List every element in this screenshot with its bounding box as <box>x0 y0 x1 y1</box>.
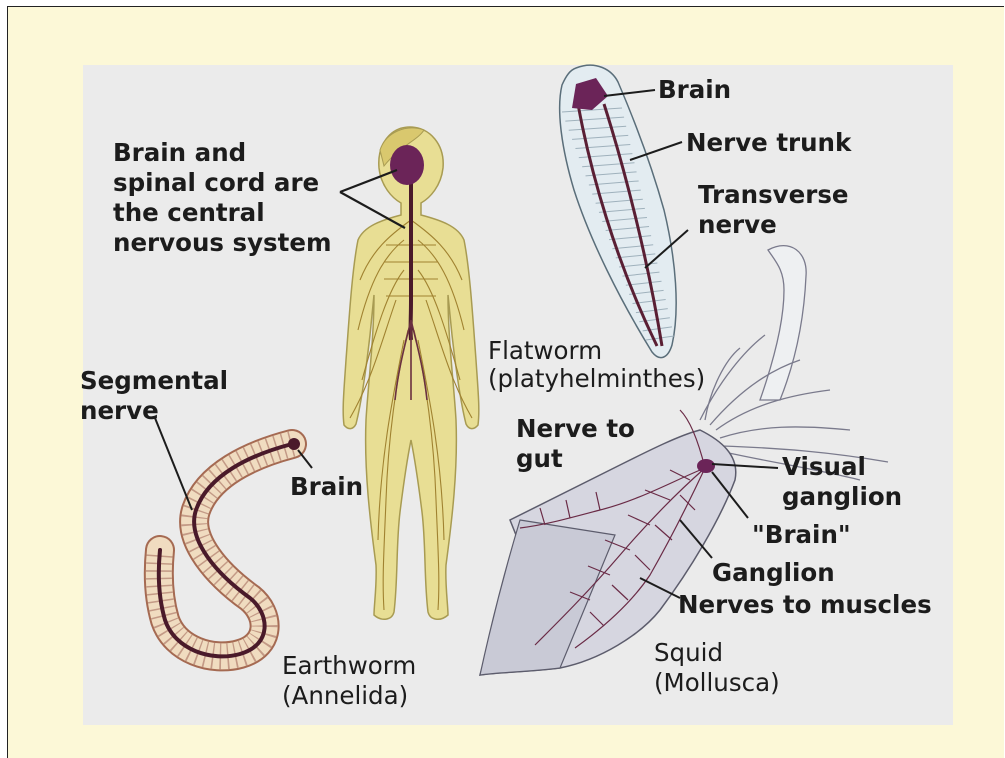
flatworm-body <box>560 65 677 357</box>
squid-name-line: (Mollusca) <box>654 668 780 698</box>
visual-ganglion-label-line: Visual <box>782 452 866 482</box>
visual-ganglion-label-line: ganglion <box>782 482 902 512</box>
earthworm-name-line: (Annelida) <box>282 681 408 711</box>
earthworm-brain-label: Brain <box>290 472 363 502</box>
cns-label-line: Brain and <box>113 138 246 168</box>
transverse-nerve-label-line: Transverse <box>698 180 849 210</box>
nerve-to-gut-label-line: Nerve to <box>516 414 635 444</box>
nerves-to-muscles-label: Nerves to muscles <box>678 590 932 620</box>
cns-label-line: nervous system <box>113 228 332 258</box>
segmental-nerve-label-line: nerve <box>80 396 159 426</box>
nerve-trunk-label: Nerve trunk <box>686 128 851 158</box>
squid-tentacles <box>700 246 888 480</box>
cns-label-line: the central <box>113 198 265 228</box>
cns-label-line: spinal cord are <box>113 168 319 198</box>
earthworm-name-line: Earthworm <box>282 651 416 681</box>
flatworm-name-line: (platyhelminthes) <box>488 364 705 394</box>
ganglion-label: Ganglion <box>712 558 835 588</box>
squid-name-line: Squid <box>654 638 723 668</box>
flatworm <box>560 65 688 357</box>
squid-brain-label: "Brain" <box>752 520 851 550</box>
squid-brain <box>697 459 715 473</box>
earthworm <box>155 418 312 656</box>
transverse-nerve-label-line: nerve <box>698 210 777 240</box>
segmental-nerve-label-line: Segmental <box>80 366 228 396</box>
human-brain <box>390 145 424 185</box>
human-figure <box>340 127 479 619</box>
flatworm-brain-label: Brain <box>658 75 731 105</box>
earthworm-brain <box>288 438 300 450</box>
nerve-to-gut-label-line: gut <box>516 444 563 474</box>
flatworm-name-line: Flatworm <box>488 336 602 366</box>
